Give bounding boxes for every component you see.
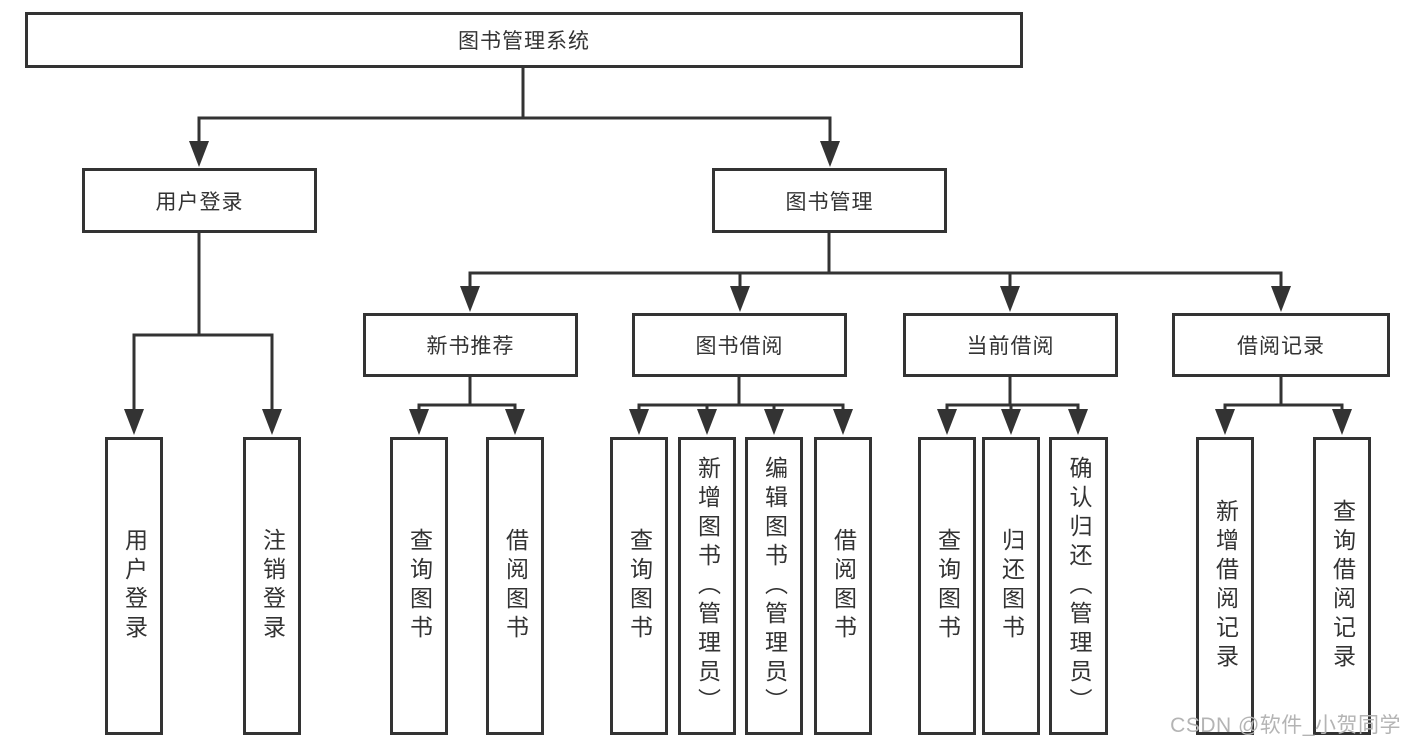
arrowhead-icon	[1000, 286, 1020, 312]
arrowhead-icon	[505, 409, 525, 435]
leaf-label: 查询借阅记录	[1329, 499, 1356, 673]
arrowhead-icon	[764, 409, 784, 435]
leaf-borrow-books: 借阅图书	[814, 437, 872, 735]
leaf-add-book-admin: 新增图书（管理员）	[678, 437, 736, 735]
leaf-query-books-borrow: 查询图书	[610, 437, 668, 735]
leaf-label: 查询图书	[406, 528, 433, 644]
leaf-borrow-books-recommend: 借阅图书	[486, 437, 544, 735]
leaf-label: 新增借阅记录	[1212, 499, 1239, 673]
node-label: 新书推荐	[426, 335, 515, 358]
leaf-return-book: 归还图书	[982, 437, 1040, 735]
node-label: 图书借阅	[695, 335, 784, 358]
node-borrow-records: 借阅记录	[1172, 313, 1390, 377]
node-label: 用户登录	[155, 190, 244, 214]
leaf-label: 用户登录	[121, 528, 148, 644]
node-label: 图书管理	[785, 190, 874, 214]
node-label: 当前借阅	[966, 335, 1055, 358]
node-label: 借阅记录	[1237, 335, 1325, 358]
leaf-label: 借阅图书	[830, 528, 857, 644]
leaf-query-books-recommend: 查询图书	[390, 437, 448, 735]
node-book-borrow: 图书借阅	[632, 313, 847, 377]
node-current-borrow: 当前借阅	[903, 313, 1118, 377]
arrowhead-icon	[697, 409, 717, 435]
arrowhead-icon	[833, 409, 853, 435]
node-library-management-system: 图书管理系统	[25, 12, 1023, 68]
arrowhead-icon	[629, 409, 649, 435]
connector	[468, 271, 1283, 287]
leaf-label: 确认归还（管理员）	[1066, 455, 1092, 717]
arrowhead-icon	[937, 409, 957, 435]
leaf-label: 编辑图书（管理员）	[761, 455, 788, 717]
leaf-query-borrow-record: 查询借阅记录	[1313, 437, 1371, 735]
watermark: CSDN @软件_小贺同学	[1170, 714, 1401, 737]
node-book-management: 图书管理	[712, 168, 947, 233]
arrowhead-icon	[460, 286, 480, 312]
arrowhead-icon	[1271, 286, 1291, 312]
leaf-query-books-current: 查询图书	[918, 437, 976, 735]
connector	[1223, 403, 1344, 410]
arrowhead-icon	[124, 409, 144, 435]
leaf-label: 查询图书	[626, 528, 653, 644]
leaf-add-borrow-record: 新增借阅记录	[1196, 437, 1254, 735]
leaf-logout: 注销登录	[243, 437, 301, 735]
arrowhead-icon	[1001, 409, 1021, 435]
connector	[132, 333, 274, 410]
connector	[637, 403, 845, 410]
arrowhead-icon	[189, 141, 209, 167]
leaf-label: 借阅图书	[502, 528, 529, 644]
node-new-book-recommend: 新书推荐	[363, 313, 578, 377]
leaf-label: 归还图书	[998, 528, 1025, 644]
leaf-edit-book-admin: 编辑图书（管理员）	[745, 437, 803, 735]
leaf-label: 注销登录	[259, 528, 286, 644]
arrowhead-icon	[409, 409, 429, 435]
arrowhead-icon	[730, 286, 750, 312]
leaf-label: 新增图书（管理员）	[694, 455, 721, 717]
arrowhead-icon	[262, 409, 282, 435]
arrowhead-icon	[1332, 409, 1352, 435]
connector	[417, 403, 517, 410]
leaf-user-login: 用户登录	[105, 437, 163, 735]
leaf-label: 查询图书	[934, 528, 961, 644]
arrowhead-icon	[1068, 409, 1088, 435]
arrowhead-icon	[820, 141, 840, 167]
leaf-confirm-return-admin: 确认归还（管理员）	[1049, 437, 1108, 735]
node-user-login: 用户登录	[82, 168, 317, 233]
arrowhead-icon	[1215, 409, 1235, 435]
node-label: 图书管理系统	[458, 30, 590, 53]
connector	[197, 116, 832, 142]
